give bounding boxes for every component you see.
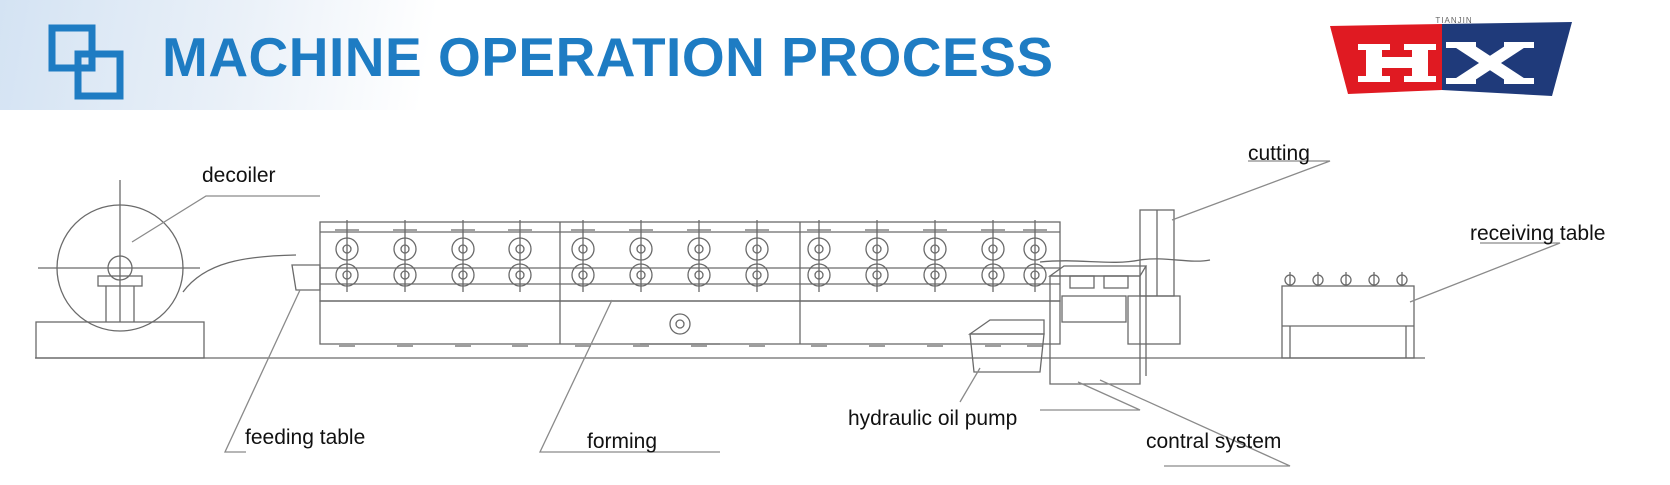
receiving-post	[1340, 272, 1352, 286]
hydraulic-oil-pump	[967, 319, 1045, 373]
forming-roller-stations	[335, 220, 1047, 347]
label-cutting: cutting	[1248, 142, 1310, 165]
receiving-post	[1396, 272, 1408, 286]
receiving-table-machine	[1281, 285, 1415, 359]
company-logo	[1330, 22, 1572, 96]
roller-station	[865, 220, 889, 347]
metal-strip	[1039, 258, 1211, 263]
roller-station	[1023, 220, 1047, 347]
decoiler-machine	[35, 180, 297, 359]
roller-station	[923, 220, 947, 347]
receiving-post	[1284, 272, 1296, 286]
label-decoiler: decoiler	[202, 164, 276, 187]
label-contral-system: contral system	[1146, 430, 1282, 453]
roller-station	[393, 220, 417, 347]
feeding-table	[291, 264, 321, 291]
roller-station	[451, 220, 475, 347]
label-hydraulic-oil-pump: hydraulic oil pump	[848, 407, 1018, 430]
roller-station	[508, 220, 532, 347]
label-feeding-table: feeding table	[245, 426, 366, 449]
roller-station	[687, 220, 711, 347]
roller-station	[807, 220, 831, 347]
page-title: MACHINE OPERATION PROCESS	[162, 26, 1054, 88]
control-system-cabinet	[1047, 265, 1148, 385]
receiving-post	[1368, 272, 1380, 286]
receiving-table-posts	[1284, 272, 1408, 286]
cutting-machine	[1127, 209, 1181, 345]
forming-machine	[319, 221, 1061, 345]
leader-lines	[131, 160, 1561, 467]
logo-caption: TIANJIN	[1435, 16, 1473, 25]
roller-station	[629, 220, 653, 347]
roller-station	[981, 220, 1005, 347]
roller-station	[571, 220, 595, 347]
roller-station	[335, 220, 359, 347]
label-receiving-table: receiving table	[1470, 222, 1606, 245]
roller-station	[745, 220, 769, 347]
overlapping-squares-icon	[48, 24, 124, 100]
receiving-post	[1312, 272, 1324, 286]
machine-line-diagram	[35, 160, 1561, 467]
label-forming: forming	[587, 430, 658, 453]
